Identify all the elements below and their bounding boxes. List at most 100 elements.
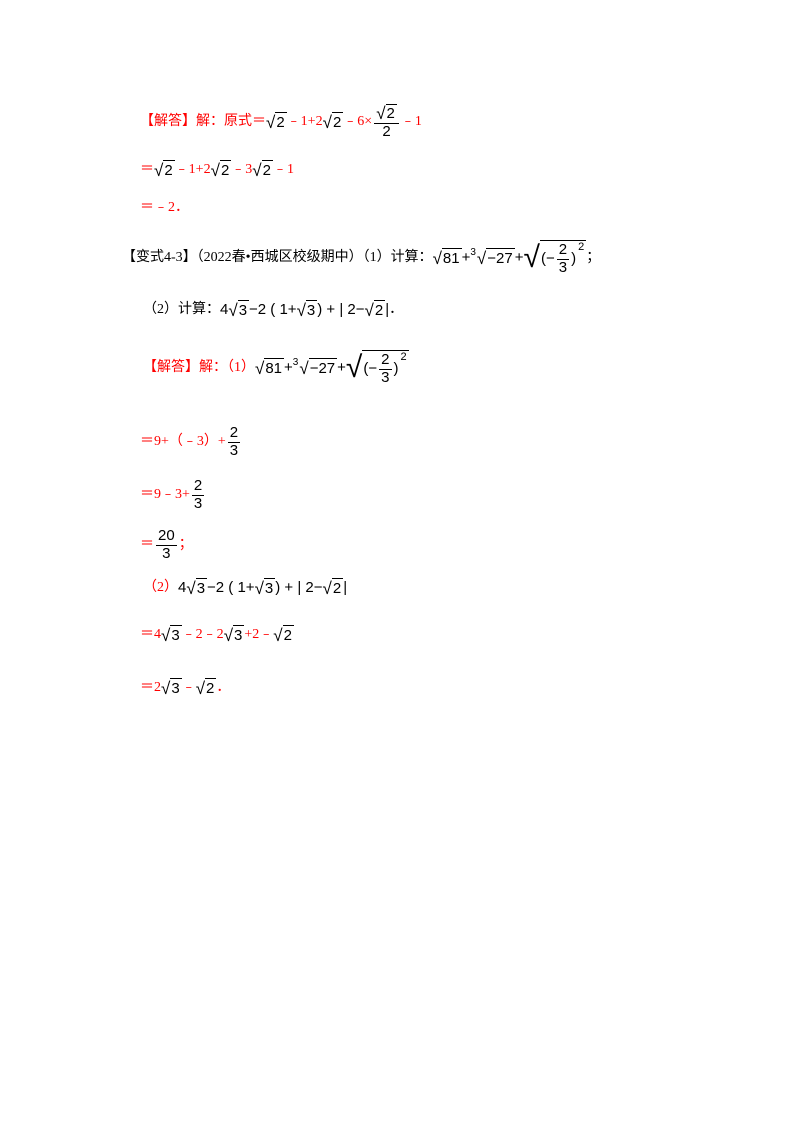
math-text: 2	[206, 680, 215, 697]
text-run: ；	[586, 249, 601, 265]
text-run: 【变式4-3】（2022春•西城区校级期中）（1）计算：	[122, 249, 433, 265]
radical-sign-icon: √	[523, 241, 540, 274]
root-index: 3	[470, 247, 476, 258]
math-text: −27	[487, 250, 513, 267]
text-run: ﹣2﹣2	[181, 626, 224, 642]
square-root: √3	[161, 625, 182, 645]
math-text: 2	[164, 162, 173, 179]
math-text: ) + | 2−	[317, 301, 365, 318]
text-run: ﹣1	[400, 113, 422, 129]
text-run: （2）计算：	[143, 301, 220, 317]
math-text: 2	[276, 114, 285, 131]
numerator: 2	[556, 241, 570, 260]
math-text: 20	[158, 527, 175, 544]
radicand: 3	[237, 300, 250, 320]
math-line: ＝√2﹣1+2√2﹣3√2﹣1	[140, 160, 294, 180]
numerator: 2	[379, 351, 392, 370]
math-text: )	[571, 250, 577, 267]
radical-sign-icon: √	[254, 578, 264, 598]
square-root: √2	[196, 678, 217, 698]
numerator: 2	[227, 424, 241, 443]
math-line: 【变式4-3】（2022春•西城区校级期中）（1）计算：√81+3√−27+√(…	[122, 240, 600, 276]
square-root: √2	[365, 300, 386, 320]
square-root: √3	[224, 625, 245, 645]
text-run: 【解答】解：（1）	[143, 359, 255, 375]
math-text: +	[514, 249, 524, 266]
denominator: 3	[229, 441, 239, 459]
math-text: +	[337, 359, 346, 376]
radicand: 2	[163, 160, 175, 180]
denominator: 3	[193, 494, 203, 512]
math-text: +	[284, 359, 293, 376]
radical-sign-icon: √	[322, 578, 332, 598]
radical-sign-icon: √	[266, 112, 276, 132]
math-text: 2	[220, 162, 230, 179]
radical-sign-icon: √	[273, 625, 283, 645]
radicand: 81	[441, 248, 462, 268]
radicand: 2	[205, 678, 217, 698]
square-root: √2	[252, 160, 273, 180]
radical-sign-icon: √	[186, 578, 196, 598]
math-text: 2	[283, 627, 292, 644]
text-run: ＝9﹣3+	[140, 486, 190, 502]
math-line: （2）4√3−2 ( 1+√3) + | 2−√2|	[143, 578, 347, 598]
radicand: 3	[195, 578, 208, 598]
numerator: 2	[191, 477, 205, 496]
radicand: 2	[275, 112, 287, 132]
math-line: ＝2√3﹣√2．	[140, 678, 230, 698]
math-text: 3	[238, 302, 248, 319]
radical-sign-icon: √	[161, 625, 171, 645]
radical-sign-icon: √	[210, 160, 220, 180]
math-text: |	[343, 579, 348, 596]
math-text: 2	[262, 162, 271, 179]
math-text: 2	[193, 477, 203, 494]
denominator: 2	[382, 122, 391, 140]
text-run: ﹣1	[272, 161, 294, 177]
text-run: ＝9+（﹣3）+	[140, 433, 226, 449]
square-root: √3	[161, 678, 182, 698]
math-text: 81	[265, 360, 283, 377]
radicand: 3	[263, 578, 276, 598]
radical-sign-icon: √	[252, 160, 262, 180]
denominator: 3	[558, 258, 568, 276]
root-index: 3	[292, 357, 299, 368]
square-root: √81	[433, 248, 462, 268]
radical-sign-icon: √	[476, 248, 487, 268]
square-root: √2	[273, 625, 294, 645]
text-run: ﹣1+2	[174, 161, 211, 177]
math-text: 2	[332, 580, 342, 597]
math-text: 2	[229, 424, 239, 441]
square-root: √3	[228, 300, 250, 320]
denominator: 3	[162, 544, 171, 562]
text-run: ﹣1+2	[286, 113, 323, 129]
exponent: 2	[400, 351, 407, 363]
math-text: ) + | 2−	[275, 579, 323, 596]
math-text: (−	[540, 250, 555, 267]
radicand: 2	[373, 300, 386, 320]
radicand: 3	[305, 300, 318, 320]
text-run: +2﹣	[244, 626, 274, 642]
radicand: 2	[219, 160, 232, 180]
math-text: |	[385, 301, 390, 318]
denominator: 3	[381, 368, 390, 386]
square-root: 3√−27	[470, 247, 515, 268]
math-text: 4	[220, 301, 229, 318]
square-root: √3	[186, 578, 208, 598]
numerator: √2	[374, 104, 399, 124]
radical-sign-icon: √	[432, 248, 442, 268]
radical-sign-icon: √	[322, 112, 332, 132]
text-run: ；	[178, 536, 193, 552]
radical-sign-icon: √	[161, 678, 171, 698]
square-root: √81	[255, 358, 285, 378]
radical-sign-icon: √	[228, 300, 238, 320]
text-run: ﹣	[181, 679, 196, 695]
